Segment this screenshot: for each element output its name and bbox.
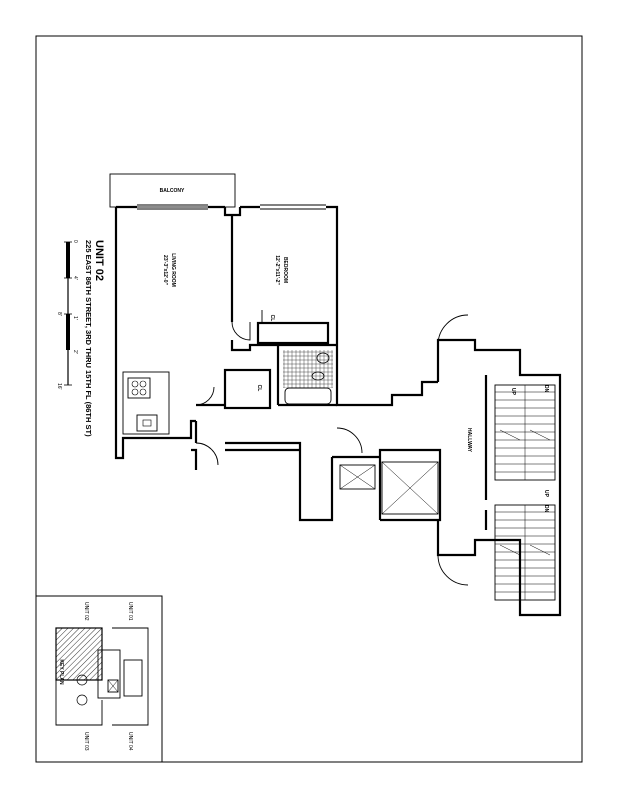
stair-up-2: UP	[543, 490, 549, 498]
key-unit-01: UNIT 01	[127, 602, 133, 621]
key-unit-03: UNIT 03	[83, 732, 89, 751]
bathroom-fixtures	[131, 352, 332, 427]
key-plan-label: KEY PLAN	[58, 659, 64, 685]
scale-tick-4: 4'	[72, 276, 78, 280]
bedroom-closet-label: CL	[269, 315, 275, 322]
building-core	[332, 338, 562, 617]
hallway-label: HALLWAY	[466, 428, 472, 453]
balcony-label: BALCONY	[160, 188, 185, 194]
scale-bar	[64, 241, 72, 386]
stair-up-1: UP	[510, 388, 516, 396]
stair-dn-2: DN	[543, 505, 549, 513]
unit-title: UNIT 02	[93, 240, 105, 281]
key-unit-02: UNIT 02	[83, 602, 89, 621]
scale-subtick-1: 1'	[72, 316, 78, 320]
foyer-closet-label: CL	[256, 385, 262, 392]
doors	[195, 310, 469, 586]
living-room-label: LIVING ROOM	[170, 253, 176, 287]
scale-tick-16: 16'	[56, 383, 62, 390]
unit-02-walls	[109, 173, 438, 522]
balcony	[109, 173, 236, 208]
address-title: 225 EAST 86TH STREET, 3RD THRU 15TH FL (…	[84, 240, 93, 437]
stair-dn-1: DN	[543, 385, 549, 393]
scale-tick-0: 0	[72, 240, 78, 243]
key-unit-04: UNIT 04	[127, 732, 133, 751]
bedroom-dims: 12'-2"x11'-2"	[274, 255, 280, 285]
scale-subtick-2: 2'	[72, 350, 78, 354]
living-room-dims: 23'-3"x12'-0"	[162, 255, 168, 286]
scale-tick-8: 8'	[56, 312, 62, 316]
key-plan	[35, 595, 163, 763]
sheet-border	[35, 35, 583, 763]
bedroom-label: BEDROOM	[282, 257, 288, 283]
